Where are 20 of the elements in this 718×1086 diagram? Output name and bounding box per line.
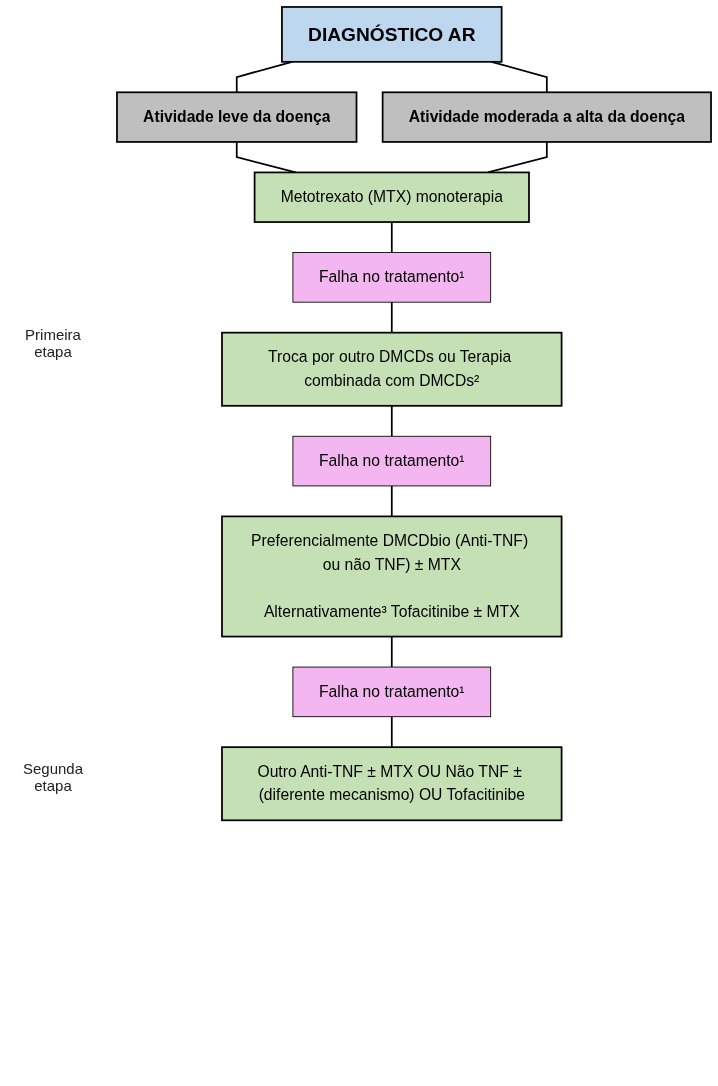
node-box: Falha no tratamento¹ <box>292 666 492 718</box>
node-box: Metotrexato (MTX) monoterapia <box>253 171 530 223</box>
node-box: Atividade moderada a alta da doença <box>381 91 712 143</box>
connector <box>390 715 393 749</box>
node-box: Outro Anti-TNF ± MTX OU Não TNF ± (diferente mecanismo) OU Tofacitinibe <box>221 746 563 822</box>
node-box: Troca por outro DMCDs ou Terapia combinada com DMCDs² <box>221 331 563 407</box>
connector <box>390 635 393 668</box>
node-box: Atividade leve da doença <box>116 91 358 143</box>
connector <box>390 221 393 254</box>
node-box: Preferencialmente DMCDbio (Anti-TNF) ou não TNF) ± MTX Alternativamente³ Tofacitinibe ± MTX <box>221 515 563 638</box>
connector <box>235 141 297 174</box>
stage-label: Segunda etapa <box>21 760 85 795</box>
connector <box>390 485 393 518</box>
connector <box>487 141 548 174</box>
node-box: Falha no tratamento¹ <box>292 435 492 487</box>
node-box: Falha no tratamento¹ <box>292 252 492 303</box>
stage-label: Primeira etapa <box>24 325 82 360</box>
connector <box>390 404 393 438</box>
node-box: DIAGNÓSTICO AR <box>281 6 503 63</box>
connector <box>390 301 393 334</box>
